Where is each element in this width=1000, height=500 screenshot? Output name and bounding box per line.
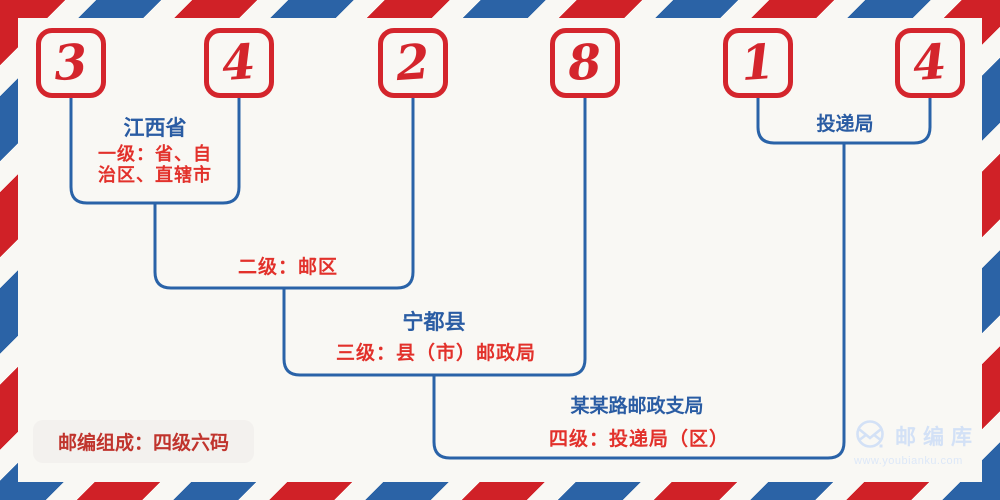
watermark-url-text: www.youbianku.com xyxy=(854,455,963,467)
digit-1: 3 xyxy=(52,33,90,93)
digit-2: 4 xyxy=(220,33,258,93)
postcode-composition-badge: 邮编组成：四级六码 xyxy=(33,420,254,463)
level3-place-label: 宁都县 xyxy=(402,311,466,334)
level4-place-label: 某某路邮政支局 xyxy=(570,396,704,417)
digit-box-1: 3 xyxy=(36,28,106,98)
digit-box-5: 1 xyxy=(723,28,793,98)
digit-box-2: 4 xyxy=(204,28,274,98)
digit-5: 1 xyxy=(739,33,777,93)
level1-place-label: 江西省 xyxy=(123,117,187,140)
youbianku-watermark[interactable]: 邮编库 www.youbianku.com xyxy=(854,419,994,467)
postcode-composition-text: 邮编组成：四级六码 xyxy=(57,433,229,454)
digit-6: 4 xyxy=(911,33,949,93)
digit-box-6: 4 xyxy=(895,28,965,98)
digit-box-4: 8 xyxy=(550,28,620,98)
diagram-canvas xyxy=(18,18,982,482)
digit-4: 8 xyxy=(566,33,604,93)
delivery-office-label: 投递局 xyxy=(816,114,874,135)
level1-desc-label: 一级：省、自治区、直辖市 xyxy=(98,144,212,185)
watermark-brand-text: 邮编库 xyxy=(895,426,979,449)
envelope-in-circle-icon xyxy=(854,419,888,453)
level3-desc-label: 三级：县（市）邮政局 xyxy=(335,343,537,364)
digit-3: 2 xyxy=(394,33,432,93)
digit-box-3: 2 xyxy=(378,28,448,98)
level4-desc-label: 四级：投递局（区） xyxy=(548,429,730,450)
level2-desc-label: 二级：邮区 xyxy=(237,257,339,278)
